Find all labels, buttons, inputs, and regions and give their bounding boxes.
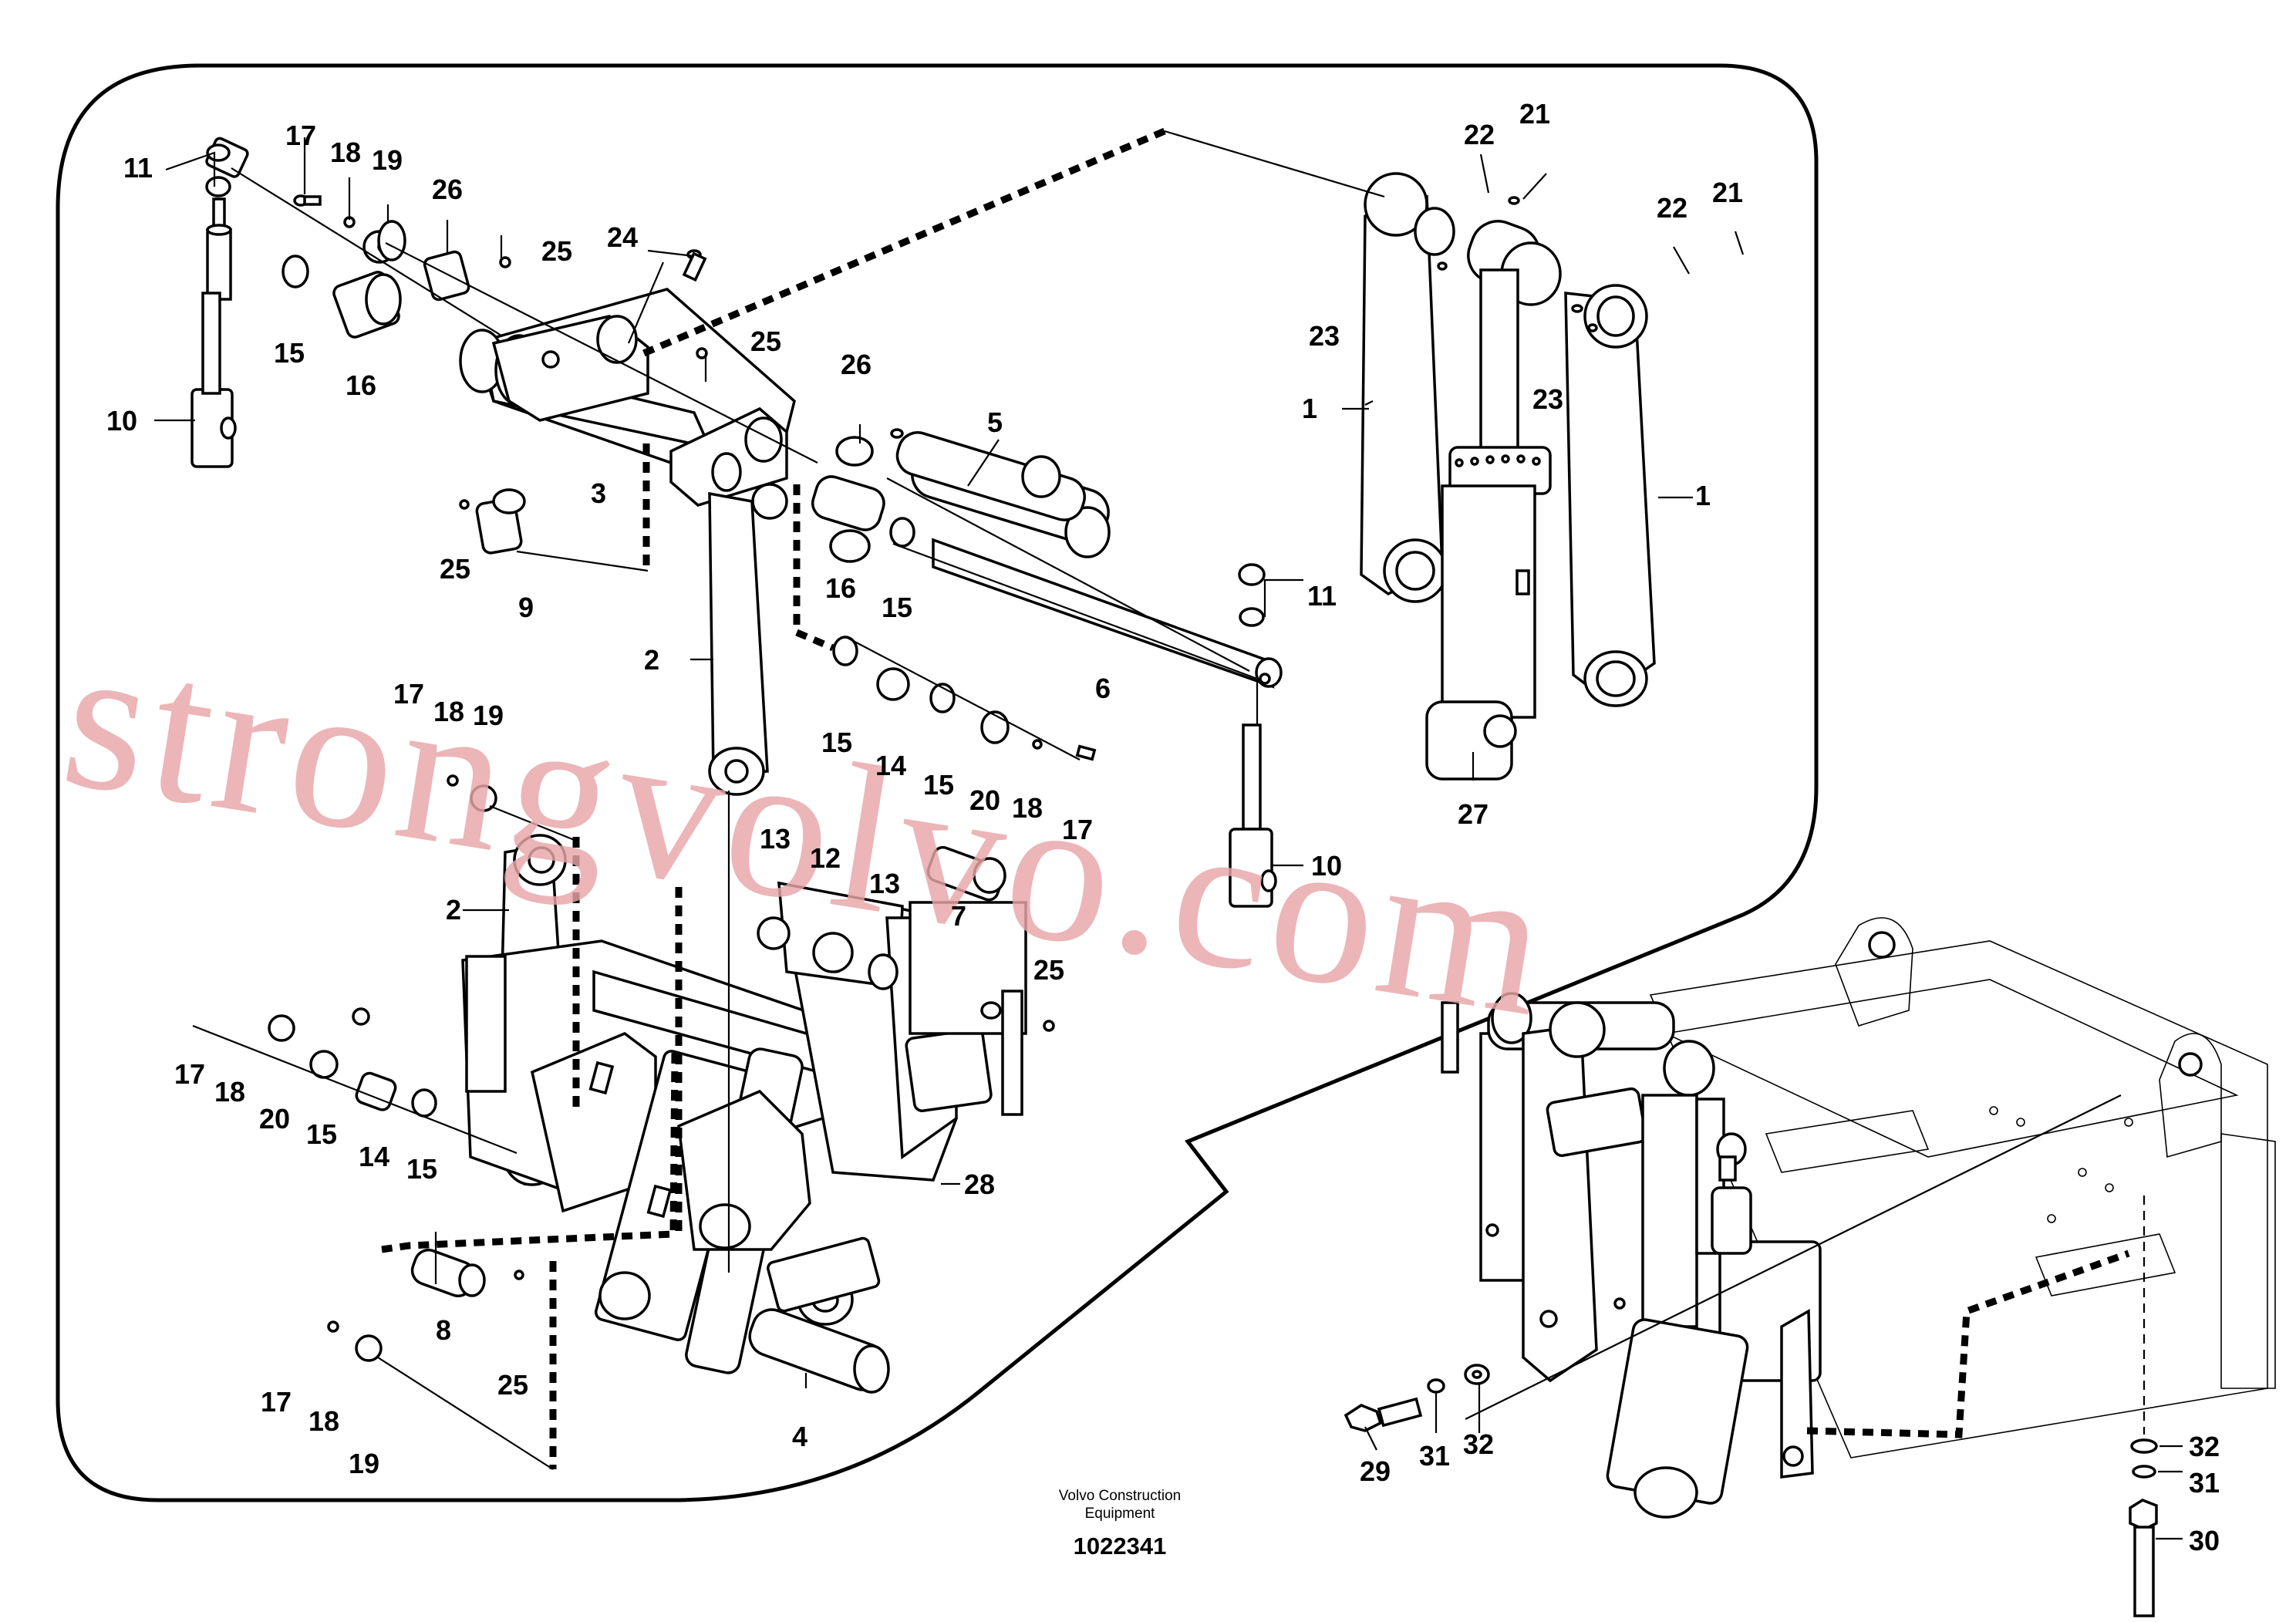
label-16: 16 — [825, 572, 856, 604]
label-18: 18 — [1012, 792, 1043, 824]
label-24: 24 — [607, 221, 638, 253]
label-19: 19 — [372, 144, 403, 176]
label-17: 17 — [261, 1386, 292, 1418]
label-15: 15 — [306, 1118, 337, 1150]
label-11: 11 — [123, 152, 153, 184]
label-25: 25 — [497, 1369, 528, 1401]
label-14: 14 — [875, 750, 906, 781]
label-5: 5 — [987, 406, 1003, 438]
label-21: 21 — [1519, 98, 1550, 130]
label-25: 25 — [541, 235, 572, 267]
assembly-dashes — [381, 127, 2130, 1469]
label-14: 14 — [359, 1141, 389, 1172]
label-15: 15 — [882, 592, 912, 623]
label-23: 23 — [1309, 320, 1340, 352]
label-18: 18 — [433, 696, 464, 727]
part-labels: 11 17 18 19 26 25 24 15 16 10 3 25 26 5 … — [106, 98, 2220, 1556]
fastener-set-top — [293, 194, 1097, 761]
label-28: 28 — [964, 1168, 995, 1200]
label-18: 18 — [214, 1076, 245, 1108]
label-32: 32 — [2189, 1431, 2220, 1462]
caption-line-1: Volvo Construction — [1059, 1488, 1181, 1504]
label-6: 6 — [1095, 673, 1111, 704]
label-13: 13 — [869, 868, 900, 899]
label-25: 25 — [750, 325, 781, 357]
label-18: 18 — [330, 137, 361, 168]
label-1: 1 — [1302, 393, 1317, 424]
label-19: 19 — [349, 1448, 379, 1479]
bracket-assembly — [268, 774, 1055, 1394]
label-32: 32 — [1463, 1428, 1494, 1460]
label-2: 2 — [644, 644, 659, 676]
mounting-hardware — [1344, 1364, 2158, 1617]
label-17: 17 — [174, 1058, 205, 1090]
label-15: 15 — [923, 769, 954, 801]
label-25: 25 — [1033, 954, 1064, 986]
label-17: 17 — [393, 678, 424, 710]
label-16: 16 — [346, 369, 376, 401]
label-10: 10 — [1311, 850, 1342, 882]
label-18: 18 — [308, 1405, 339, 1437]
caption-line-2: Equipment — [1085, 1506, 1156, 1522]
label-20: 20 — [259, 1103, 290, 1135]
label-13: 13 — [760, 823, 791, 855]
leader-lines — [192, 130, 2146, 1470]
label-15: 15 — [406, 1153, 437, 1185]
label-21: 21 — [1712, 177, 1743, 208]
label-25: 25 — [440, 553, 470, 585]
label-12: 12 — [810, 842, 841, 874]
label-11: 11 — [1307, 580, 1337, 612]
label-31: 31 — [2189, 1467, 2220, 1499]
label-7: 7 — [951, 900, 966, 932]
label-2: 2 — [446, 894, 461, 926]
label-leaders — [154, 137, 2183, 1540]
label-4: 4 — [792, 1421, 807, 1452]
label-17: 17 — [1062, 814, 1093, 845]
label-3: 3 — [591, 477, 606, 509]
label-29: 29 — [1360, 1455, 1391, 1487]
label-20: 20 — [969, 784, 1000, 816]
drawing-number: 1022341 — [1074, 1533, 1167, 1560]
label-22: 22 — [1657, 192, 1687, 224]
cylinder-arms — [1360, 172, 1656, 781]
label-15: 15 — [821, 727, 852, 758]
label-31: 31 — [1419, 1440, 1450, 1472]
label-30: 30 — [2189, 1525, 2220, 1556]
label-26: 26 — [841, 349, 872, 380]
shaft-assembly — [190, 137, 1283, 908]
label-19: 19 — [473, 700, 504, 731]
label-23: 23 — [1532, 383, 1563, 415]
label-26: 26 — [432, 174, 463, 205]
label-9: 9 — [518, 592, 534, 623]
label-10: 10 — [106, 405, 137, 437]
label-17: 17 — [285, 120, 316, 151]
detail-callout-outline — [56, 63, 1819, 1502]
label-15: 15 — [274, 337, 305, 369]
caption: Volvo Construction Equipment 1022341 — [1059, 1488, 1181, 1560]
frame-assembly — [1441, 917, 2276, 1519]
label-22: 22 — [1464, 119, 1495, 150]
label-27: 27 — [1458, 798, 1489, 830]
label-1: 1 — [1695, 480, 1711, 511]
label-8: 8 — [436, 1314, 451, 1346]
